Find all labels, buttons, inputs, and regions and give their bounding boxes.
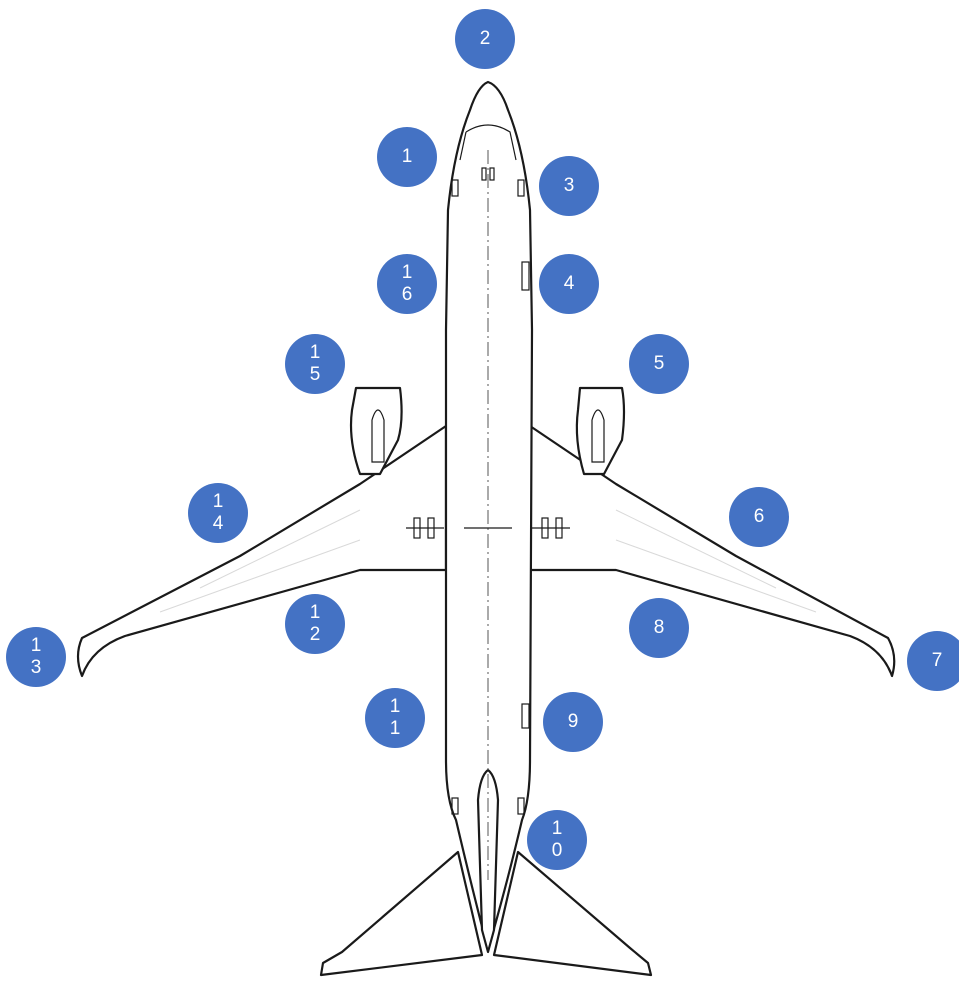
left-wing-flap-lines [159, 509, 361, 613]
right-wing-flap-lines [615, 509, 817, 613]
cockpit-windows [459, 124, 517, 161]
left-engine [349, 386, 403, 476]
tail-fin [476, 768, 500, 954]
door-front-right [517, 179, 525, 197]
marker-9: 9 [543, 692, 603, 752]
right-engine [575, 386, 626, 476]
marker-8: 8 [629, 598, 689, 658]
door-rear-right [517, 797, 525, 815]
marker-7: 7 [907, 631, 959, 691]
right-horizontal-stabilizer [492, 850, 653, 977]
marker-1: 1 [377, 127, 437, 187]
door-rear-left [451, 797, 459, 815]
nose-gear [481, 167, 495, 181]
marker-6: 6 [729, 487, 789, 547]
marker-5: 5 [629, 334, 689, 394]
door-aft-right [521, 703, 530, 729]
right-wing [528, 424, 896, 678]
left-engine-core [371, 409, 385, 463]
door-mid-right [521, 261, 530, 291]
right-main-gear [532, 517, 570, 539]
left-horizontal-stabilizer [319, 850, 484, 977]
marker-2: 2 [455, 9, 515, 69]
marker-3: 3 [539, 156, 599, 216]
right-engine-core [591, 409, 605, 463]
left-main-gear [406, 517, 444, 539]
marker-4: 4 [539, 254, 599, 314]
left-wing [76, 424, 448, 678]
door-front-left [451, 179, 459, 197]
